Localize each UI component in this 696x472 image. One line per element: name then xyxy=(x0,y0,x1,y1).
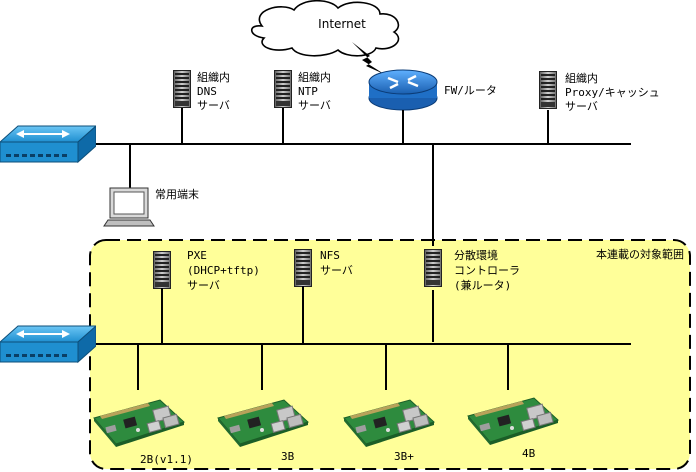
terminal-icon xyxy=(103,187,155,227)
terminal-label: 常用端末 xyxy=(155,187,199,201)
server-icon xyxy=(274,69,292,109)
server-icon xyxy=(424,248,442,288)
nfs-server-label: NFS サーバ xyxy=(320,249,353,277)
board-label-2b: 2B(v1.1) xyxy=(140,453,193,466)
controller-label: 分散環境 コントローラ (兼ルータ) xyxy=(454,248,527,292)
pxe-server-label: PXE (DHCP+tftp) サーバ xyxy=(187,249,266,292)
board-label-4b: 4B xyxy=(522,447,536,460)
server-icon xyxy=(294,248,312,288)
server-icon xyxy=(173,69,191,109)
dns-server-label: 組織内 DNS サーバ xyxy=(197,70,237,112)
internet-cloud: Internet xyxy=(250,0,400,57)
router-arrows-icon xyxy=(387,74,419,90)
proxy-server-label: 組織内 Proxy/キャッシュ サーバ xyxy=(565,71,666,113)
router-label: FW/ルータ xyxy=(444,84,497,97)
lightning-icon xyxy=(352,42,384,74)
board-label-3bplus: 3B+ xyxy=(394,450,414,463)
router xyxy=(368,69,438,111)
internet-label: Internet xyxy=(318,17,366,31)
server-icon xyxy=(539,70,557,110)
switch-top-icon xyxy=(0,125,96,163)
board-label-3b: 3B xyxy=(281,450,295,463)
switch-scope-icon xyxy=(0,325,96,363)
server-icon xyxy=(153,250,171,290)
ntp-server-label: 組織内 NTP サーバ xyxy=(298,70,338,112)
scope-label: 本連載の対象範囲 xyxy=(596,247,684,261)
